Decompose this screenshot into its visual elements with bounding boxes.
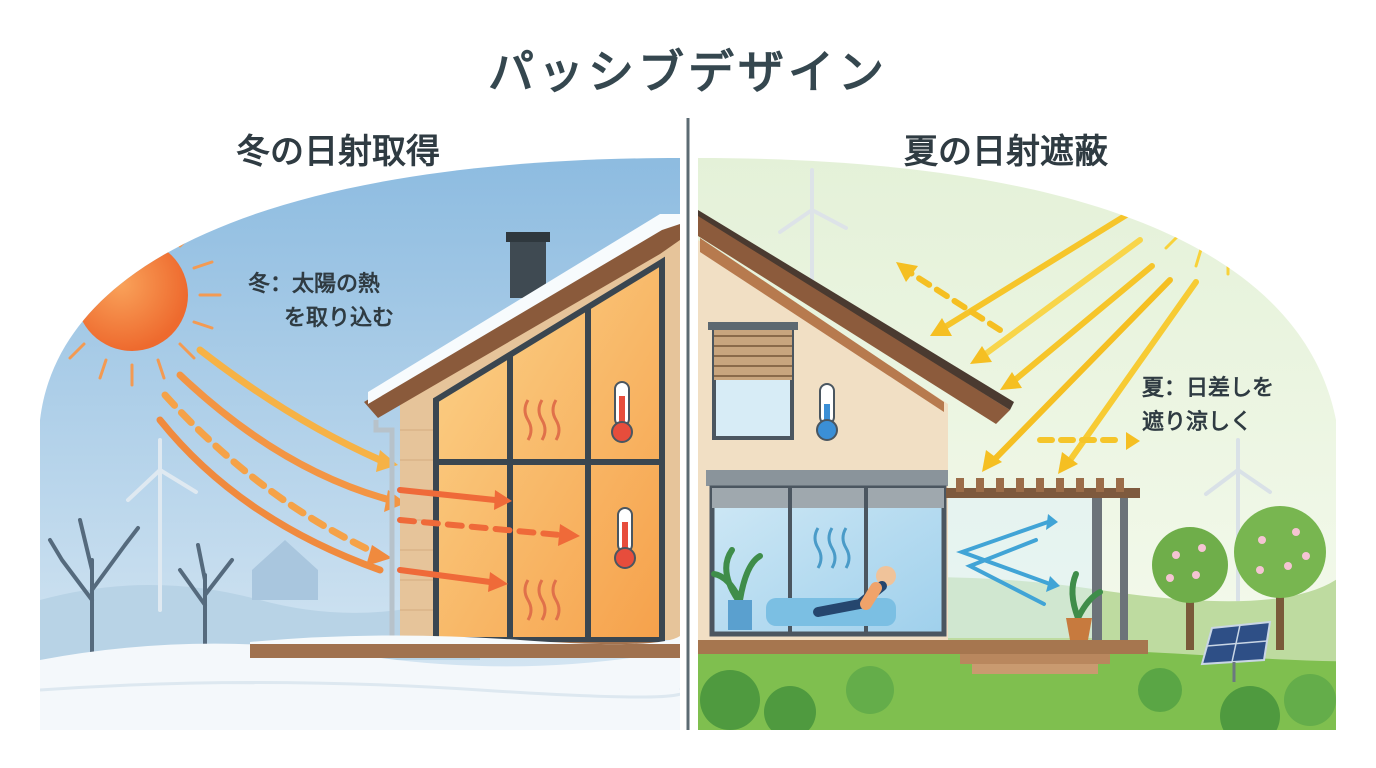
bare-tree-icon — [48, 518, 234, 662]
thermometer-icon — [614, 507, 636, 569]
potted-plant-icon — [1066, 571, 1103, 640]
roof-snow — [368, 214, 680, 404]
wind-turbine-icon — [126, 438, 198, 612]
distant-house — [252, 540, 318, 600]
summer-sun-rays — [903, 211, 1199, 469]
thermometer-icon — [611, 381, 633, 443]
roof — [698, 214, 1010, 424]
heat-wave-icon — [523, 399, 561, 621]
deck — [698, 640, 1148, 654]
thermometer-icon — [816, 383, 838, 441]
summer-house — [698, 210, 1148, 674]
summer-caption-line1: 夏：日差しを — [1142, 376, 1275, 401]
page-title: パッシブデザイン — [488, 45, 888, 99]
winter-house — [250, 214, 680, 658]
window-with-blinds — [708, 322, 798, 440]
summer-scene — [698, 158, 1336, 730]
flowering-tree-icon — [1234, 506, 1326, 650]
eave-ledge — [706, 470, 948, 486]
heat-wave-icon — [813, 527, 851, 569]
interior-heat-arrows — [397, 487, 563, 585]
winter-sun-rays — [156, 346, 394, 574]
winter-caption: 冬：太陽の熱 を取り込む — [248, 268, 394, 336]
summer-caption: 夏：日差しを 遮り涼しく — [1142, 372, 1274, 440]
breeze-arrows — [956, 520, 1052, 606]
snow-ground — [40, 643, 680, 730]
winter-scene — [40, 158, 680, 730]
winter-caption-line2: を取り込む — [284, 306, 395, 331]
sun-icon — [1138, 158, 1318, 276]
summer-caption-line2: 遮り涼しく — [1142, 410, 1253, 435]
shrub-icon — [700, 666, 1336, 730]
wind-turbine-icon — [778, 168, 848, 292]
glowing-windows — [433, 256, 665, 643]
potted-plant-icon — [711, 547, 763, 630]
winter-caption-line1: 冬：太陽の熱 — [248, 272, 381, 297]
arrowhead-icon — [896, 262, 1140, 474]
roof — [364, 222, 680, 418]
relaxing-person-icon — [766, 566, 896, 626]
summer-heading: 夏の日射遮蔽 — [904, 132, 1108, 172]
deck — [250, 642, 680, 658]
winter-heading: 冬の日射取得 — [236, 132, 440, 172]
flowering-tree-icon — [1152, 527, 1228, 650]
solar-panel-icon — [1200, 620, 1272, 682]
